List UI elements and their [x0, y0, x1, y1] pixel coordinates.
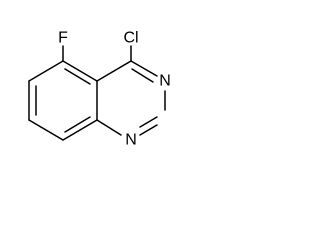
bond-c4-n3: [130, 60, 158, 77]
bond-c4a-c5: [62, 60, 98, 82]
bond-c8-c8a: [62, 119, 98, 141]
bond-c7-c8: [28, 119, 64, 141]
bond-c4-n3-inner: [131, 68, 154, 83]
bond-c2-n1: [139, 124, 158, 136]
nitrogen-1-label: N: [125, 132, 137, 149]
bond-c5-c6: [28, 60, 64, 82]
bond-c2-n1-inner: [139, 116, 158, 128]
molecule-structure: F Cl N N: [28, 30, 171, 149]
bond-n1-c8a: [96, 119, 122, 136]
bond-c4a-c5-inner: [64, 68, 91, 85]
bond-c4a-c4: [96, 60, 132, 82]
nitrogen-3-label: N: [159, 73, 171, 90]
chlorine-label: Cl: [123, 30, 138, 47]
bond-c8-c8a-inner: [64, 116, 91, 133]
fluorine-label: F: [58, 30, 68, 47]
